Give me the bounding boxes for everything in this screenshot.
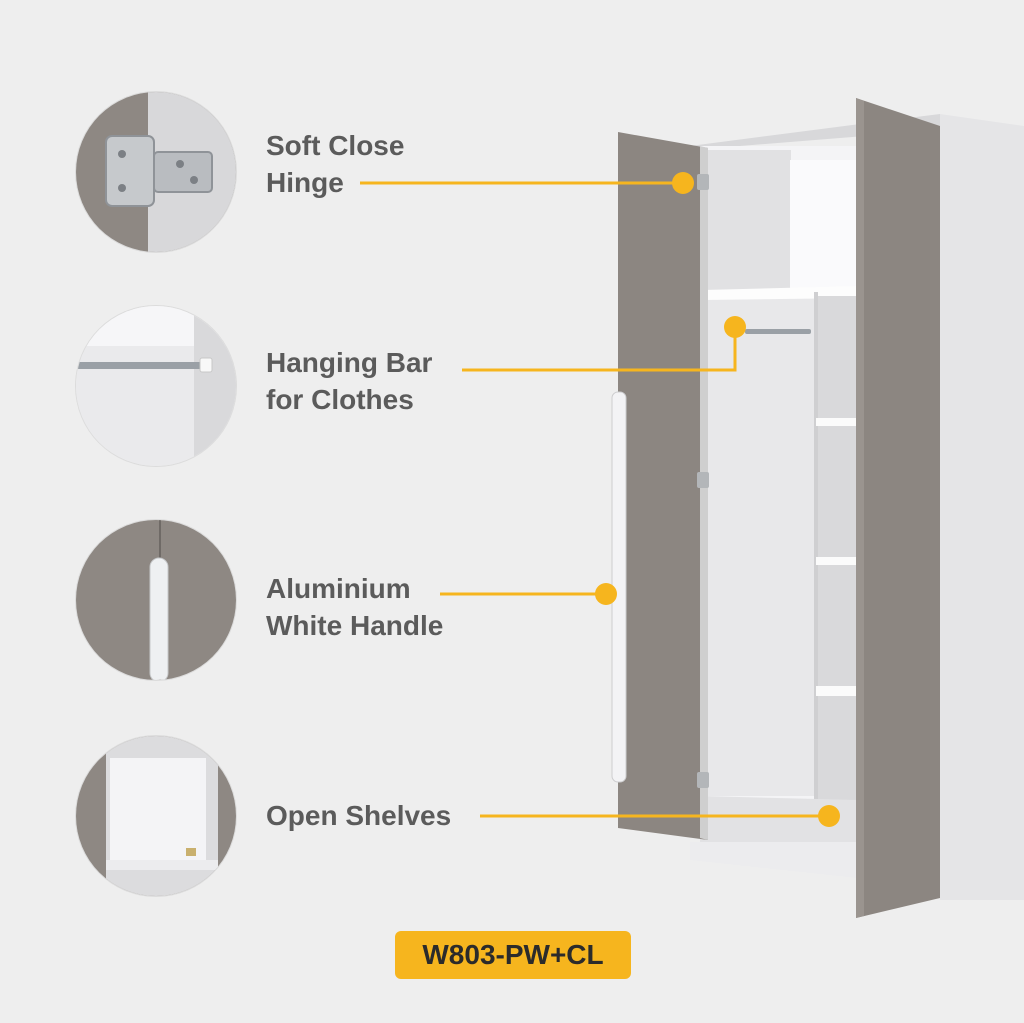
left-door	[618, 132, 708, 840]
callout-dot	[672, 172, 694, 194]
shelf	[816, 686, 858, 696]
feature-label-handle: Aluminium White Handle	[266, 573, 444, 641]
hinge	[697, 174, 709, 190]
handle-icon	[76, 520, 236, 680]
hinge-thumbnail	[76, 92, 236, 252]
callout-dot	[595, 583, 617, 605]
feature-label-hinge: Soft Close Hinge	[266, 130, 405, 198]
callout-dot	[818, 805, 840, 827]
model-code-badge: W803-PW+CL	[395, 931, 631, 979]
hanging-bar	[745, 329, 811, 334]
shelves-icon	[76, 736, 236, 896]
hanging-bar-icon	[76, 306, 236, 466]
hinge	[697, 772, 709, 788]
wardrobe-side-panel	[940, 114, 1024, 900]
shelf	[816, 418, 858, 426]
hinge	[697, 472, 709, 488]
callout-line-hanging-bar	[462, 327, 737, 372]
shelves-thumbnail	[76, 736, 236, 896]
feature-label-hanging-bar: Hanging Bar for Clothes	[266, 347, 433, 415]
hanging-bar-thumbnail	[76, 306, 236, 466]
feature-label-shelves: Open Shelves	[266, 800, 452, 831]
right-door	[856, 98, 940, 918]
handle-thumbnail	[76, 520, 236, 680]
shelf	[816, 557, 858, 565]
callout-dot	[724, 316, 746, 338]
hinge-icon	[76, 92, 236, 252]
